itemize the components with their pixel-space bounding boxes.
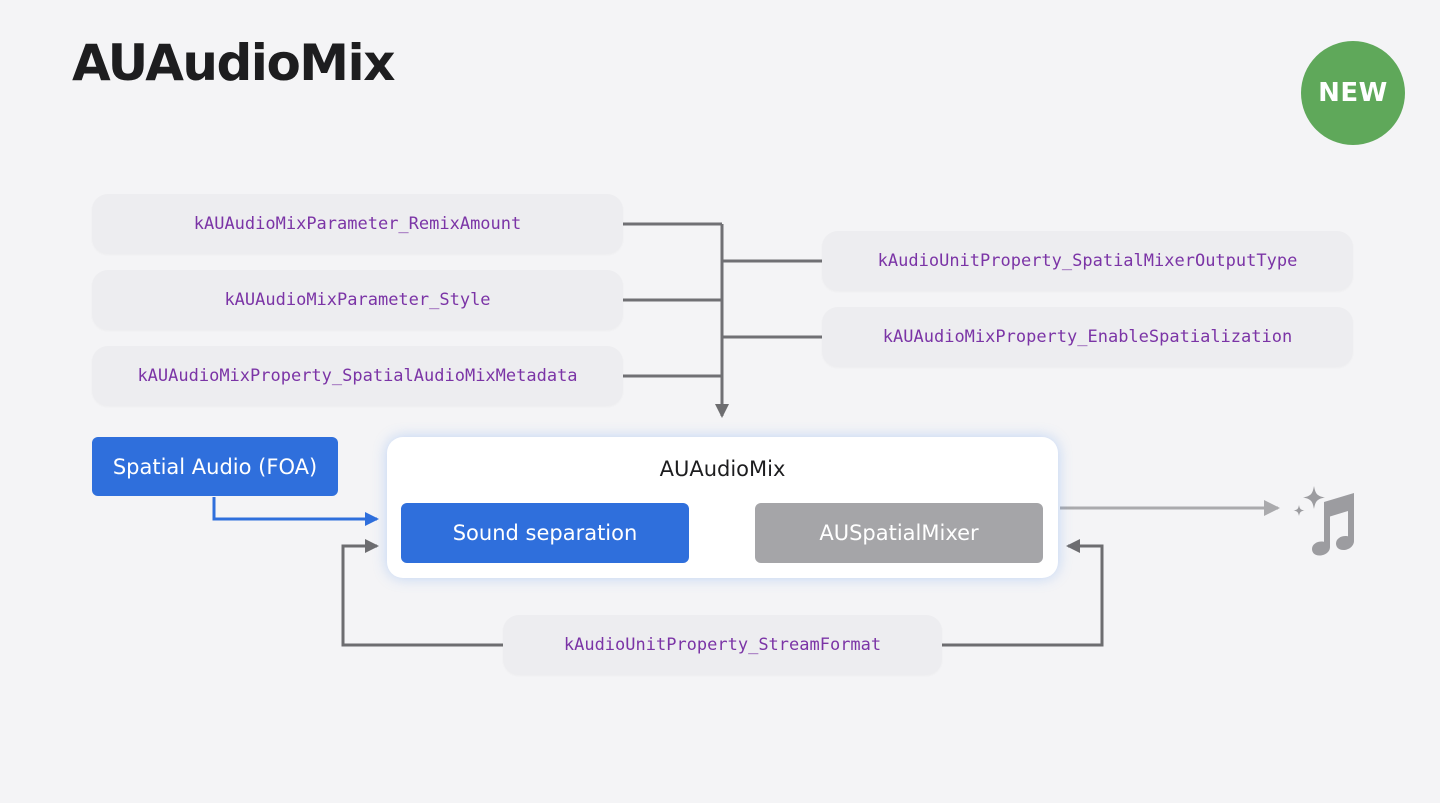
param-style: kAUAudioMixParameter_Style — [92, 270, 623, 330]
new-badge: NEW — [1301, 41, 1405, 145]
sound-separation-stage: Sound separation — [401, 503, 689, 563]
line-input-to-mix — [212, 497, 379, 526]
auaudiomix-label: AUAudioMix — [659, 457, 786, 481]
param-spatial-mixer-output-type: kAudioUnitProperty_SpatialMixerOutputTyp… — [822, 231, 1353, 291]
slide-title: AUAudioMix — [72, 34, 395, 92]
param-spatial-audio-mix-metadata: kAUAudioMixProperty_SpatialAudioMixMetad… — [92, 346, 623, 406]
param-enable-spatialization: kAUAudioMixProperty_EnableSpatialization — [822, 307, 1353, 367]
auspatialmixer-stage: AUSpatialMixer — [755, 503, 1043, 563]
param-stream-format: kAudioUnitProperty_StreamFormat — [503, 615, 942, 675]
auaudiomix-container: AUAudioMix Sound separation AUSpatialMix… — [387, 437, 1058, 578]
spatial-music-icon — [1293, 486, 1354, 556]
param-remix-amount: kAUAudioMixParameter_RemixAmount — [92, 194, 623, 254]
input-spatial-audio-foa: Spatial Audio (FOA) — [92, 437, 338, 496]
